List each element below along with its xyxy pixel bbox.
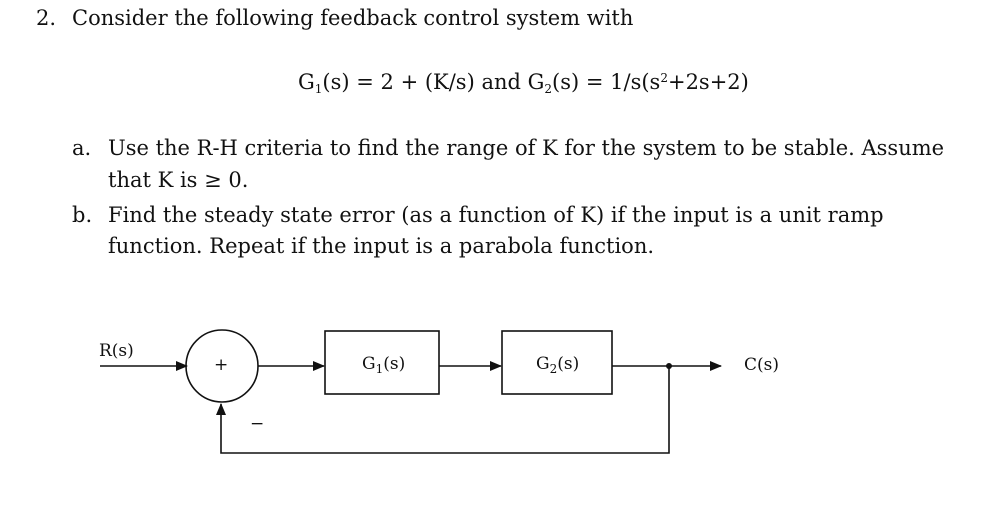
g1-subscript: 1: [314, 82, 323, 96]
g1-symbol: G: [298, 70, 315, 94]
g2-block-label: G2(s): [536, 354, 580, 376]
g1-block-label: G1(s): [362, 354, 406, 376]
part-b-letter: b.: [72, 203, 93, 227]
feedback-path: [216, 366, 670, 454]
part-a-line2: that K is ≥ 0.: [108, 168, 249, 192]
part-b-line1: Find the steady state error (as a functi…: [108, 203, 884, 227]
g1-expression: (s) = 2 + (K/s) and: [322, 70, 528, 94]
g2-subscript: 2: [544, 82, 553, 96]
summer-plus-sign: +: [214, 355, 229, 375]
g2-superscript: 2: [660, 71, 668, 85]
g2-expression-b: +2s+2): [667, 70, 749, 94]
part-b-line2: function. Repeat if the input is a parab…: [108, 234, 655, 258]
transfer-function-equation: G1(s) = 2 + (K/s) and G2(s) = 1/s(s2+2s+…: [298, 70, 749, 96]
g1-block: [324, 330, 440, 395]
part-a-line1: Use the R-H criteria to find the range o…: [108, 136, 945, 160]
g2-expression-a: (s) = 1/s(s: [552, 70, 661, 94]
input-label: R(s): [99, 341, 134, 361]
g2-symbol: G: [527, 70, 545, 94]
summer-minus-sign: −: [250, 414, 265, 434]
output-label: C(s): [744, 355, 779, 375]
question-intro: Consider the following feedback control …: [72, 6, 634, 30]
g2-block: [501, 330, 613, 395]
part-a-letter: a.: [72, 136, 92, 160]
question-number: 2.: [36, 6, 57, 30]
